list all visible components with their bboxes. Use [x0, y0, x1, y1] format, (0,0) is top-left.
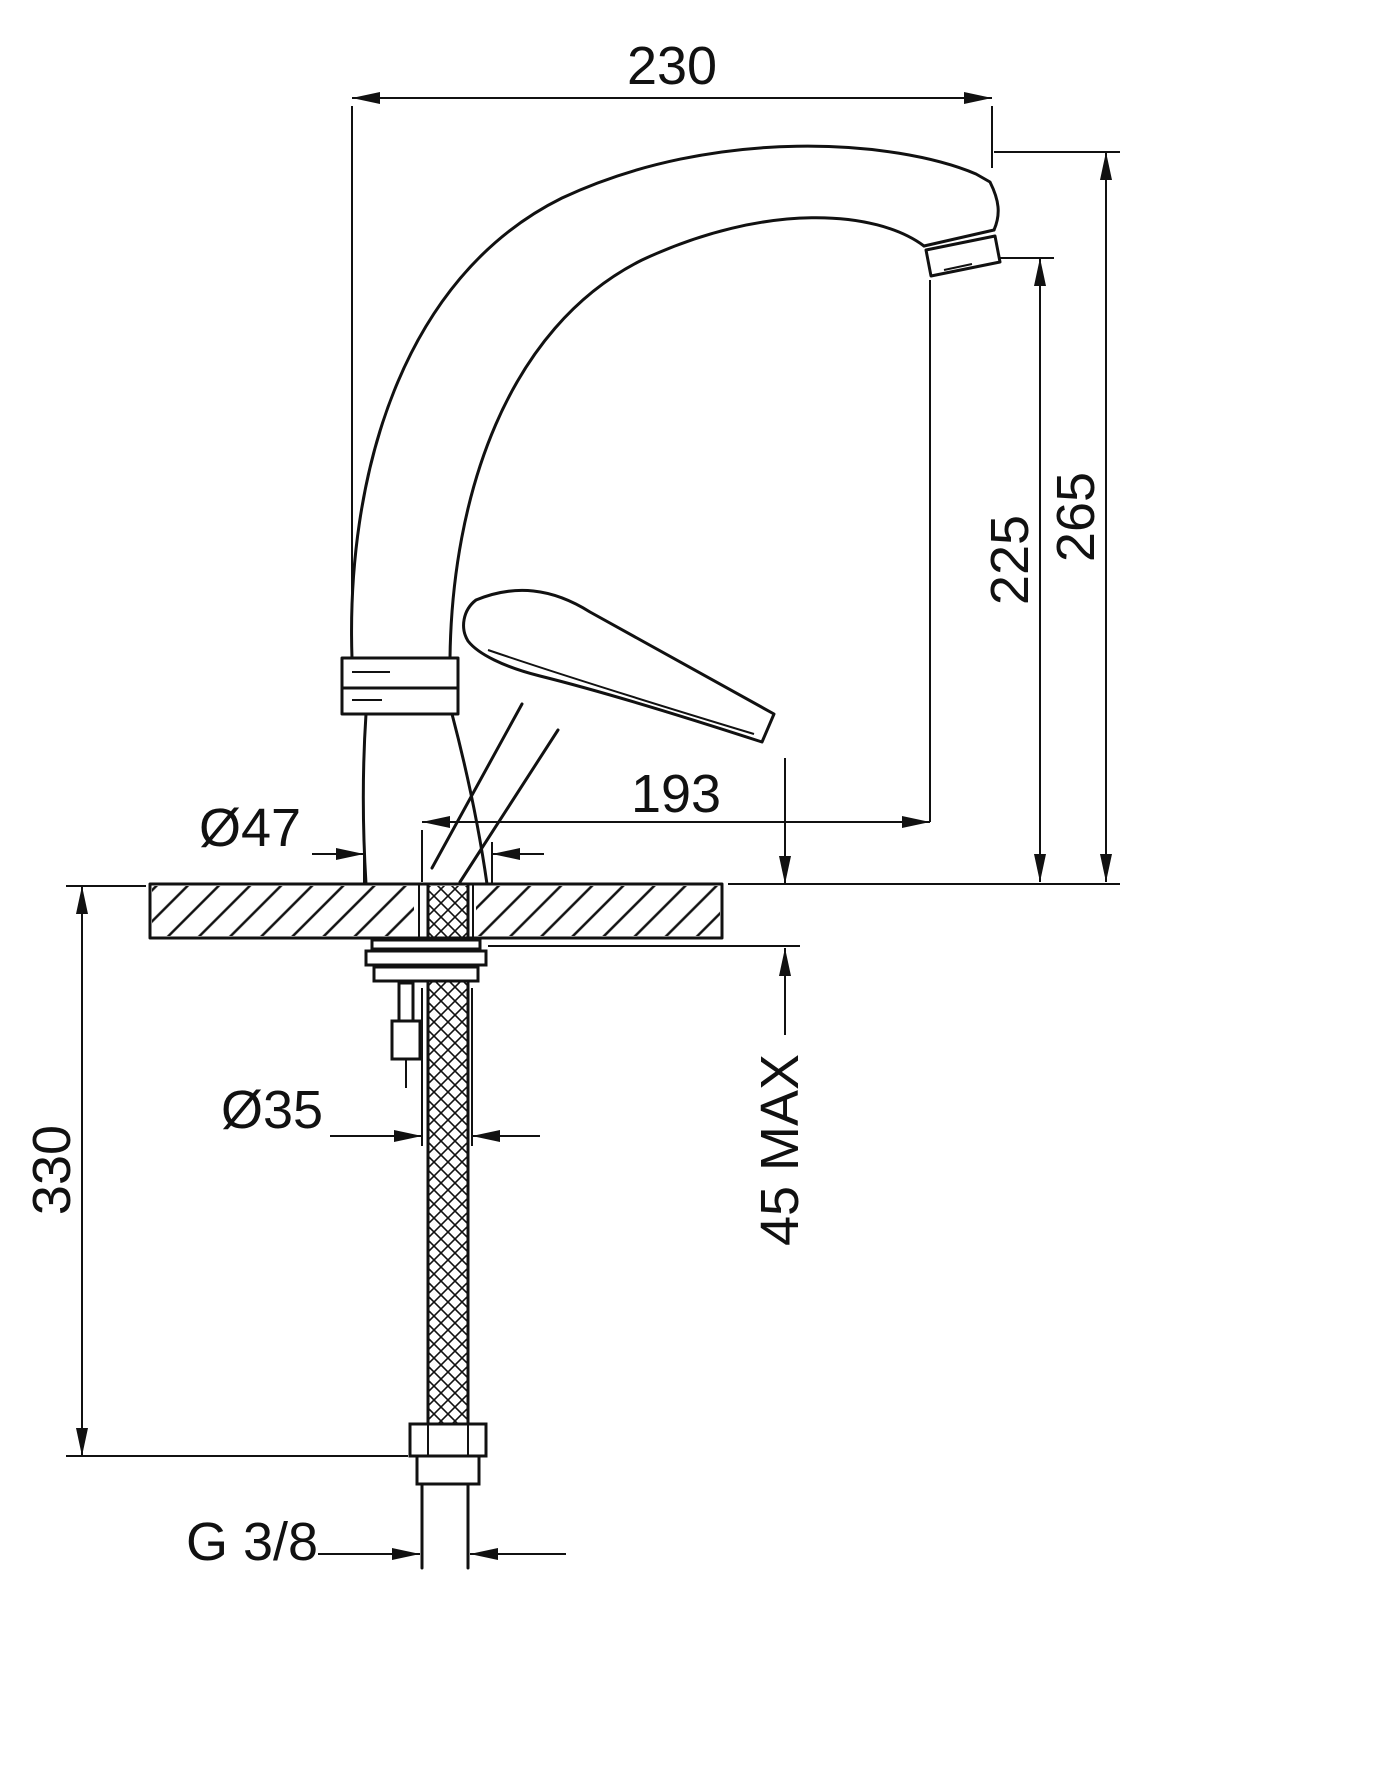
dim-spout-reach: 230 — [351, 36, 993, 650]
handle-joint-front — [430, 702, 524, 870]
counter-hatch-left — [152, 886, 414, 936]
stud-nut — [390, 1019, 422, 1061]
handle-joint-back — [458, 728, 560, 884]
dim-overall-height: 265 — [728, 151, 1120, 885]
handle-lever — [462, 588, 776, 744]
washer-bottom — [372, 965, 480, 983]
body-right-edge — [450, 712, 489, 886]
dim-label-handle-reach: 193 — [631, 764, 721, 824]
fixing-stud — [397, 981, 415, 1023]
dim-base-diameter: Ø47 — [199, 798, 544, 884]
dim-label-thread: G 3/8 — [186, 1512, 318, 1572]
spout-outer-curve — [350, 144, 1000, 660]
dim-label-overall-height: 265 — [1046, 472, 1106, 562]
faucet-outline — [340, 144, 1002, 886]
connector-facets — [427, 1424, 469, 1456]
dim-label-hole-diameter: Ø35 — [221, 1080, 323, 1140]
dim-label-deck-thickness: 45 MAX — [750, 1054, 810, 1246]
locknut — [364, 949, 488, 967]
aerator-slot — [943, 263, 973, 271]
dim-hose-drop: 330 — [22, 885, 408, 1457]
dim-outlet-height: 225 — [980, 257, 1054, 882]
body-left-edge — [361, 712, 368, 886]
under-counter-assembly — [364, 882, 488, 1570]
spout-inner-curve — [448, 216, 926, 660]
dim-thread: G 3/8 — [186, 1512, 566, 1572]
dim-label-base-diameter: Ø47 — [199, 798, 301, 858]
connection-tube — [420, 1482, 470, 1570]
connector-body — [415, 1454, 481, 1486]
handle-underside-line — [487, 649, 755, 735]
aerator — [924, 234, 1002, 278]
dim-hole-diameter: Ø35 — [221, 988, 540, 1146]
spout-collar — [340, 656, 460, 716]
spout-nozzle-bottom — [922, 228, 996, 248]
washer-top — [370, 938, 482, 951]
dim-label-outlet-height: 225 — [980, 515, 1040, 605]
dim-label-hose-drop: 330 — [22, 1125, 82, 1215]
hose-connector-nut — [408, 1422, 488, 1458]
counter-hatch-right — [476, 886, 720, 936]
dim-deck-thickness: 45 MAX — [488, 758, 810, 1246]
dim-handle-reach: 193 — [421, 280, 931, 882]
dim-label-spout-reach: 230 — [627, 36, 717, 96]
